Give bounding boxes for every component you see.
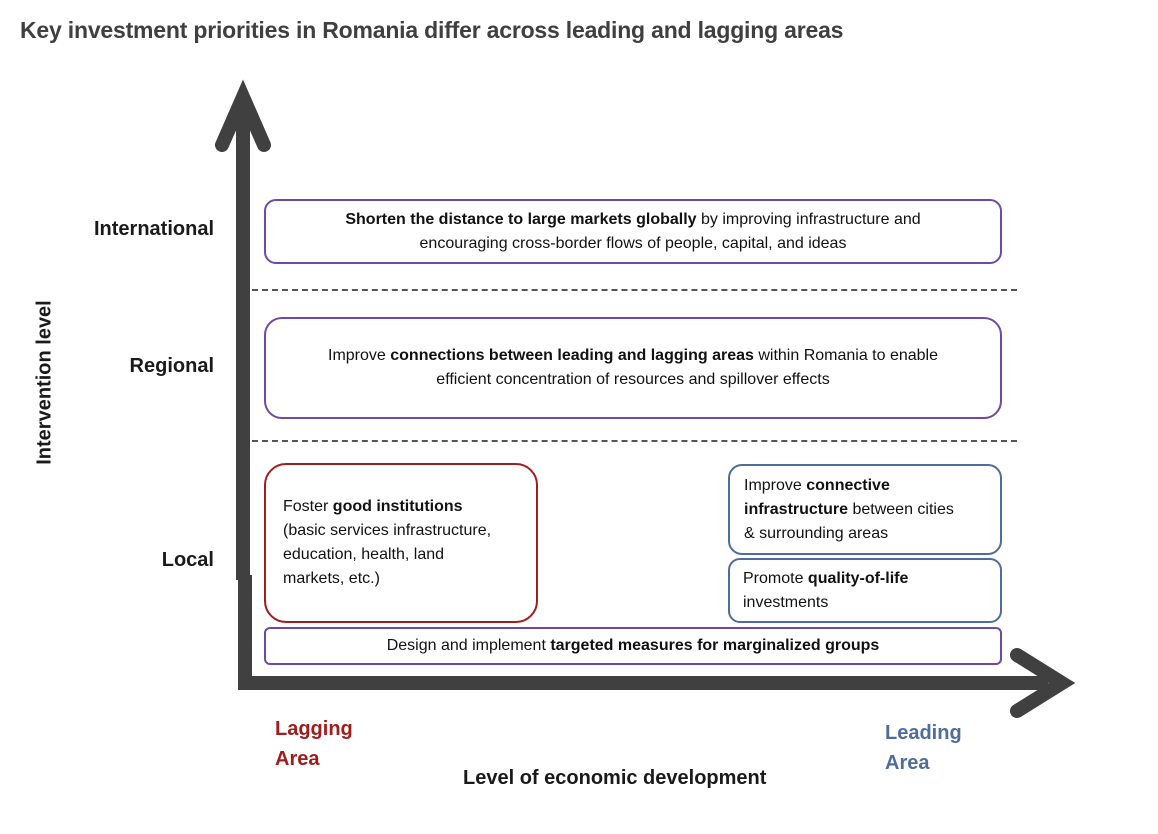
- box-marginalized-bold: targeted measures for marginalized group…: [550, 637, 880, 654]
- box-regional-text2: efficient concentration of resources and…: [436, 371, 830, 388]
- box-regional-bold: connections between leading and lagging …: [390, 347, 754, 364]
- lagging-line2: Area: [275, 748, 320, 770]
- box-connective-bold2: infrastructure: [744, 500, 849, 518]
- level-international: International: [93, 218, 214, 240]
- page-title: Key investment priorities in Romania dif…: [20, 17, 844, 43]
- box-connective-bold1: connective: [806, 476, 890, 494]
- leading-line1: Leading: [885, 722, 962, 744]
- x-axis-label: Level of economic development: [463, 767, 767, 789]
- box-institutions-line2: (basic services infrastructure,: [283, 522, 492, 539]
- box-institutions-bold: good institutions: [332, 498, 463, 515]
- x-label-leading-area: Leading Area: [885, 718, 962, 778]
- level-local: Local: [161, 549, 214, 571]
- separator-international-regional: [252, 289, 1017, 291]
- box-qol-pre: Promote: [743, 569, 808, 587]
- box-marginalized-groups: Design and implement targeted measures f…: [264, 627, 1002, 665]
- y-axis-shaft-lower: [238, 575, 252, 690]
- separator-regional-local: [252, 440, 1017, 442]
- box-connective-text2: between cities: [848, 500, 954, 518]
- box-quality-of-life: Promote quality-of-life investments: [728, 558, 1002, 623]
- box-connective-pre: Improve: [744, 476, 807, 494]
- x-label-lagging-area: Lagging Area: [275, 714, 353, 774]
- y-axis-arrowhead: [215, 79, 271, 152]
- box-international-text2: encouraging cross-border flows of people…: [419, 234, 847, 252]
- x-axis-shaft: [238, 676, 1048, 690]
- level-regional: Regional: [129, 355, 214, 377]
- box-regional-text1: within Romania to enable: [753, 347, 938, 364]
- box-institutions-line4: markets, etc.): [283, 570, 380, 587]
- leading-line2: Area: [885, 752, 930, 774]
- box-qol-line2: investments: [743, 593, 829, 611]
- box-international: Shorten the distance to large markets gl…: [264, 199, 1002, 264]
- y-axis-label: Intervention level: [33, 300, 56, 465]
- box-regional-pre: Improve: [328, 347, 391, 364]
- box-regional: Improve connections between leading and …: [264, 317, 1002, 419]
- box-institutions-line3: education, health, land: [283, 546, 445, 563]
- box-institutions-pre: Foster: [283, 498, 333, 515]
- x-axis-arrowhead: [1010, 648, 1076, 718]
- box-good-institutions: Foster good institutions (basic services…: [264, 463, 538, 623]
- y-axis-shaft: [236, 110, 250, 580]
- box-international-bold: Shorten the distance to large markets gl…: [345, 210, 697, 228]
- box-connective-infrastructure: Improve connective infrastructure betwee…: [728, 464, 1002, 555]
- lagging-line1: Lagging: [275, 718, 353, 740]
- box-connective-line3: & surrounding areas: [744, 524, 889, 542]
- box-qol-bold: quality-of-life: [807, 569, 909, 587]
- box-marginalized-pre: Design and implement: [386, 637, 551, 654]
- box-international-text1: by improving infrastructure and: [696, 210, 921, 228]
